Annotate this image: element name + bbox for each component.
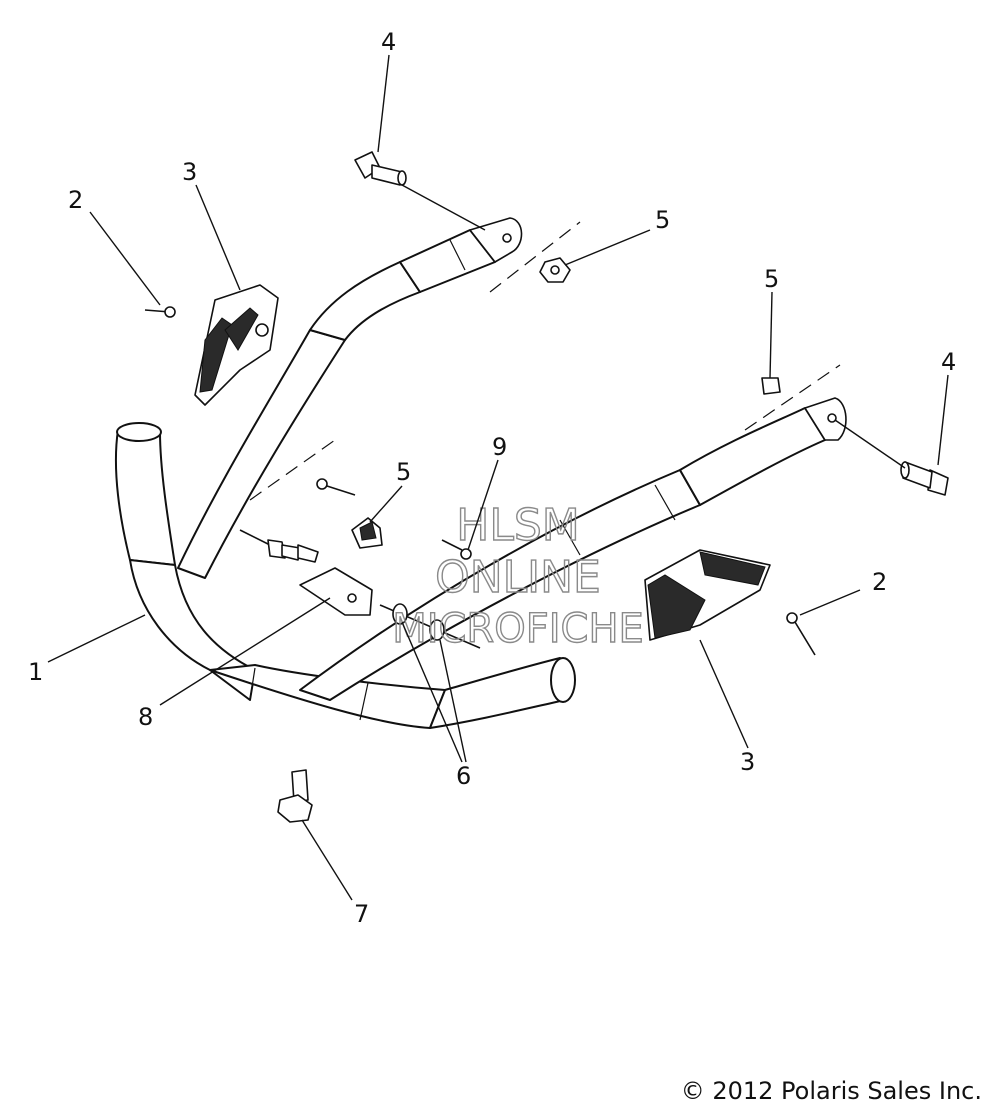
callout-4-right: 4 xyxy=(941,348,956,376)
leader-lines xyxy=(47,54,949,901)
screw-lower-right xyxy=(786,612,816,656)
callout-5-right: 5 xyxy=(764,265,779,293)
callouts: 1 2 2 3 3 4 4 5 5 5 6 7 8 9 xyxy=(28,28,956,928)
callout-5-upper: 5 xyxy=(655,206,670,234)
watermark: HLSM ONLINE MICROFICHE xyxy=(391,499,644,652)
guard-upper-left xyxy=(194,284,279,406)
bolt-lower xyxy=(277,769,313,823)
nut-center xyxy=(351,517,383,549)
callout-4-upper: 4 xyxy=(381,28,396,56)
callout-1: 1 xyxy=(28,658,43,686)
callout-7: 7 xyxy=(354,900,369,928)
pin-nine xyxy=(441,539,472,560)
watermark-line1: HLSM xyxy=(456,500,580,551)
watermark-line2: ONLINE xyxy=(435,552,601,603)
callout-3-upper: 3 xyxy=(182,158,197,186)
pins-center xyxy=(239,529,319,563)
callout-2-upper: 2 xyxy=(68,186,83,214)
bolt-upper xyxy=(354,151,486,231)
callout-8: 8 xyxy=(138,703,153,731)
copyright-notice: © 2012 Polaris Sales Inc. xyxy=(680,1077,982,1105)
rivet-center xyxy=(316,478,356,496)
watermark-line3: MICROFICHE xyxy=(392,606,644,652)
bumper-tube xyxy=(114,217,847,729)
bolt-right xyxy=(834,419,949,496)
callout-2-lower: 2 xyxy=(872,568,887,596)
mount-bracket xyxy=(299,567,373,616)
nut-upper xyxy=(539,257,571,283)
callout-5-center: 5 xyxy=(396,458,411,486)
callout-6: 6 xyxy=(456,762,471,790)
screw-upper-left xyxy=(144,306,176,318)
nut-right xyxy=(761,377,781,395)
guard-lower-right xyxy=(644,549,771,641)
callout-3-lower: 3 xyxy=(740,748,755,776)
spacers xyxy=(379,603,481,649)
callout-9: 9 xyxy=(492,433,507,461)
